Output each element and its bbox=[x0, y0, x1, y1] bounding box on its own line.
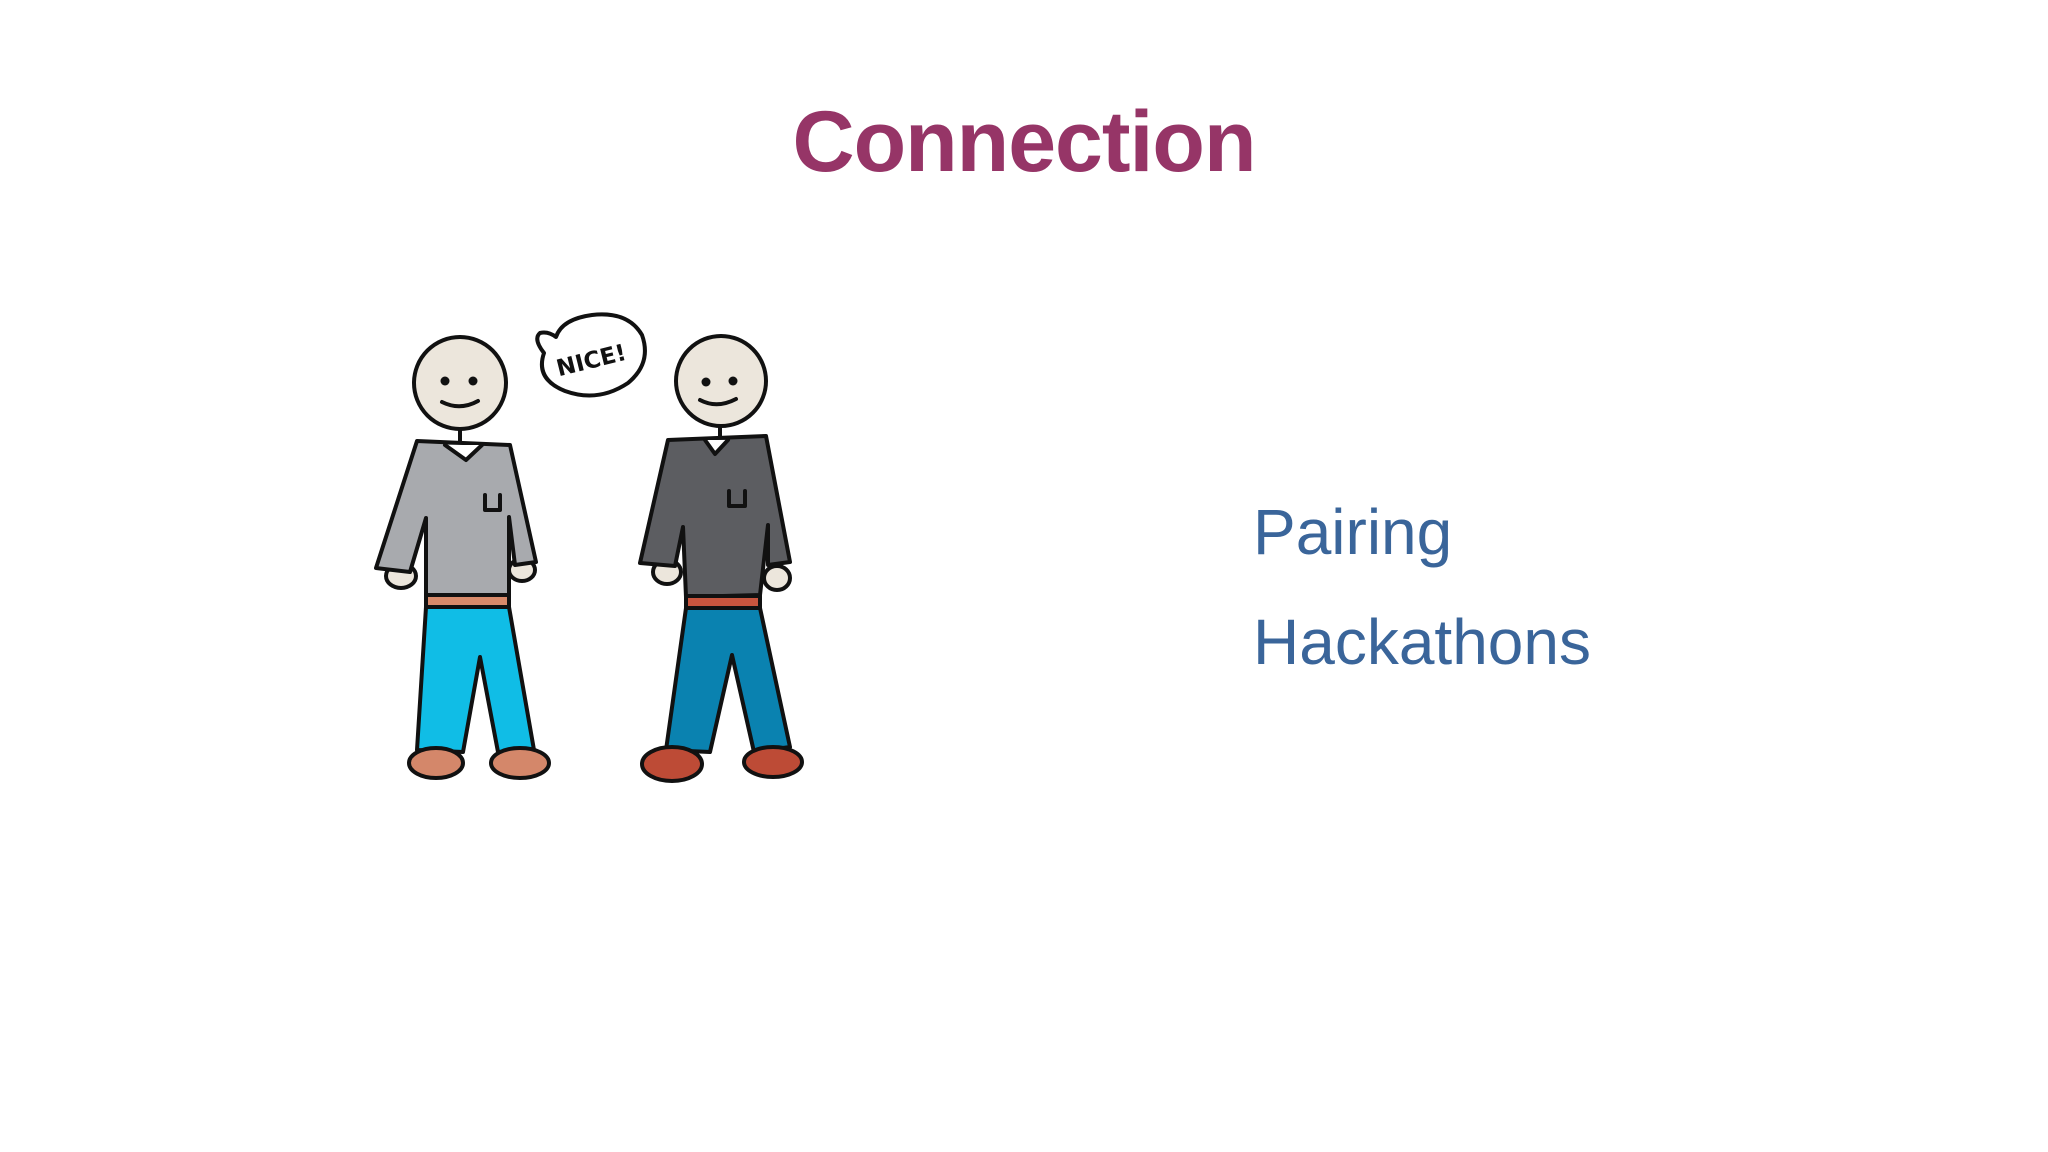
slide-title: Connection bbox=[792, 94, 1257, 190]
two-people-illustration: NICE! bbox=[374, 312, 804, 783]
right-person-shoe bbox=[742, 745, 804, 779]
bullet-item: Pairing bbox=[1253, 496, 1453, 568]
speech-bubble: NICE! bbox=[535, 312, 647, 398]
right-person-head bbox=[674, 334, 768, 428]
bullet-list: Pairing Hackathons bbox=[1253, 490, 1591, 710]
left-person-pants bbox=[415, 605, 536, 754]
left-person-head bbox=[412, 335, 508, 431]
right-person bbox=[638, 334, 804, 783]
bullet-item: Hackathons bbox=[1253, 606, 1591, 678]
left-person bbox=[374, 335, 551, 780]
left-person-shoe bbox=[489, 746, 551, 780]
right-person-pants bbox=[664, 606, 792, 754]
right-person-shoe bbox=[640, 745, 704, 783]
left-person-shoe bbox=[407, 746, 465, 780]
